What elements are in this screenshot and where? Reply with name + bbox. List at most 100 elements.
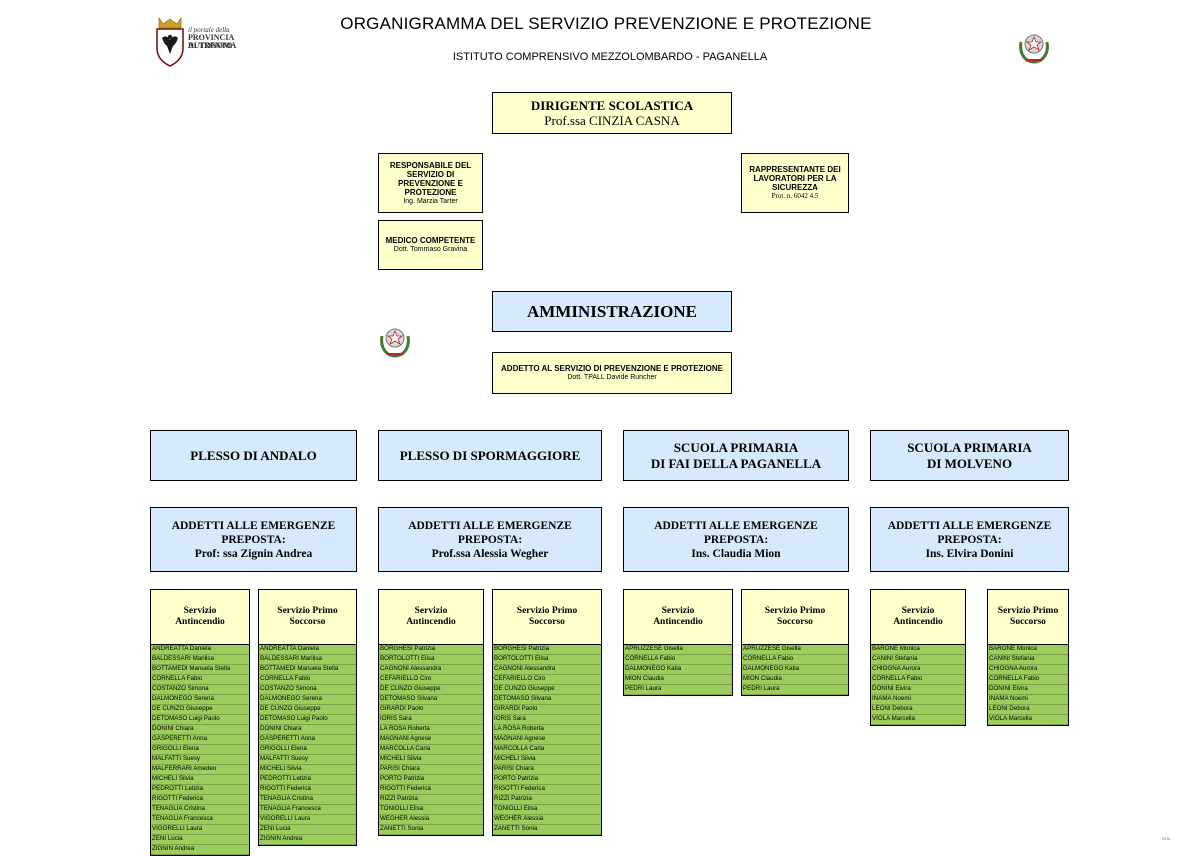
staff-name: CORNELLA Fabio	[871, 675, 965, 685]
staff-name: BOTTAMEDI Manuela Stella	[259, 665, 356, 675]
staff-name: DETOMASO Silvana	[493, 695, 601, 705]
plesso-name-line1: SCUOLA PRIMARIA	[907, 439, 1032, 455]
staff-name: BARONE Monica	[871, 645, 965, 655]
staff-name: LEONI Debora	[871, 705, 965, 715]
staff-name: CORNELLA Fabio	[742, 655, 848, 665]
plesso-andalo-box: PLESSO DI ANDALO	[150, 430, 357, 481]
staff-name: WEGHER Alessia	[379, 815, 483, 825]
staff-name: BALDESSARI Marilisa	[259, 655, 356, 665]
emergenze-title: ADDETTI ALLE EMERGENZE	[171, 519, 336, 532]
aspp-box: ADDETTO AL SERVIZIO DI PREVENZIONE E PRO…	[492, 352, 732, 394]
plesso-fai-box: SCUOLA PRIMARIA DI FAI DELLA PAGANELLA	[623, 430, 849, 481]
italian-emblem-icon	[1019, 34, 1049, 64]
medico-role: MEDICO COMPETENTE	[385, 236, 476, 245]
staff-name: TENAGLIA Francesca	[151, 815, 249, 825]
staff-name: MARCOLLA Carla	[379, 745, 483, 755]
staff-name: IORIS Sara	[379, 715, 483, 725]
staff-name: PEDROTTI Letizia	[151, 785, 249, 795]
spormaggiore-primo-soccorso-column: Servizio Primo Soccorso BORGHESI Patrizi…	[492, 589, 602, 836]
staff-name: MALFATTI Suesy	[151, 755, 249, 765]
staff-name: CANINI Stefania	[988, 655, 1068, 665]
staff-name: PEDRI Laura	[624, 685, 732, 695]
trento-eagle-icon	[156, 16, 184, 67]
staff-name: DALMONEGO Katia	[742, 665, 848, 675]
staff-name: CORNELLA Fabio	[624, 655, 732, 665]
aspp-role: ADDETTO AL SERVIZIO DI PREVENZIONE E PRO…	[501, 364, 723, 373]
staff-name: GIRARDI Paolo	[379, 705, 483, 715]
rls-box: RAPPRESENTANTE DEI LAVORATORI PER LA SIC…	[741, 153, 849, 213]
staff-name: PARISI Chiara	[379, 765, 483, 775]
preposta-name: Prof.ssa Alessia Wegher	[431, 547, 549, 560]
staff-name: ZANETTI Sonia	[493, 825, 601, 835]
staff-name: LA ROSA Roberta	[493, 725, 601, 735]
dirigente-box: DIRIGENTE SCOLASTICA Prof.ssa CINZIA CAS…	[492, 92, 732, 134]
preposta-label: PREPOSTA:	[457, 533, 523, 546]
logo-line-3: DI TRENTO	[188, 41, 233, 50]
preposta-label: PREPOSTA:	[221, 533, 286, 546]
staff-name: ANDREATTA Daniela	[259, 645, 356, 655]
staff-name: GASPERETTI Anna	[151, 735, 249, 745]
staff-name: DETOMASO Silvana	[379, 695, 483, 705]
service-title: Servizio Primo Soccorso	[277, 606, 338, 627]
staff-name: TENAGLIA Cristina	[259, 795, 356, 805]
corner-note: GITs	[1162, 836, 1171, 841]
staff-name: DALMONEGO Katia	[624, 665, 732, 675]
staff-name: CORNELLA Fabio	[151, 675, 249, 685]
rspp-role: RESPONSABILE DEL SERVIZIO DI PREVENZIONE…	[389, 160, 472, 197]
staff-name: DONINI Chiara	[151, 725, 249, 735]
preposta-label: PREPOSTA:	[703, 533, 769, 546]
staff-name: MICHELI Silvia	[151, 775, 249, 785]
dirigente-role: DIRIGENTE SCOLASTICA	[530, 98, 694, 113]
staff-name: MALFATTI Suesy	[259, 755, 356, 765]
staff-name: RIZZI Patrizia	[379, 795, 483, 805]
staff-name: LEONI Debora	[988, 705, 1068, 715]
service-title: Servizio Primo Soccorso	[516, 606, 578, 627]
staff-name: COSTANZO Simona	[151, 685, 249, 695]
service-title: Servizio Primo Soccorso	[764, 606, 826, 627]
staff-name: CEFARIELLO Ciro	[493, 675, 601, 685]
preposta-name: Ins. Elvira Donini	[925, 547, 1014, 560]
staff-name: CAGNONI Alessandra	[493, 665, 601, 675]
emergenze-title: ADDETTI ALLE EMERGENZE	[408, 519, 572, 532]
aspp-name: Dott. TPALL Davide Runcher	[567, 374, 657, 381]
staff-name: MION Claudia	[624, 675, 732, 685]
andalo-primo-soccorso-column: Servizio Primo Soccorso ANDREATTA Daniel…	[258, 589, 357, 846]
medico-box: MEDICO COMPETENTE Dott. Tommaso Gravina	[378, 220, 483, 270]
staff-name: CANINI Stefania	[871, 655, 965, 665]
medico-name: Dott. Tommaso Gravina	[393, 246, 468, 253]
rspp-box: RESPONSABILE DEL SERVIZIO DI PREVENZIONE…	[378, 153, 483, 213]
staff-name: DE CUNZO Giuseppe	[259, 705, 356, 715]
plesso-name-line2: DI FAI DELLA PAGANELLA	[650, 455, 822, 471]
staff-name: CEFARIELLO Ciro	[379, 675, 483, 685]
staff-name: PARISI Chiara	[493, 765, 601, 775]
staff-name: BALDESSARI Marilisa	[151, 655, 249, 665]
staff-name: VIGORELLI Laura	[259, 815, 356, 825]
staff-name: ANDREATTA Daniela	[151, 645, 249, 655]
plesso-molveno-box: SCUOLA PRIMARIA DI MOLVENO	[870, 430, 1069, 481]
staff-name: PEDRI Laura	[742, 685, 848, 695]
page-title: ORGANIGRAMMA DEL SERVIZIO PREVENZIONE E …	[340, 14, 872, 33]
italy-emblem-middle	[378, 322, 412, 358]
staff-name: APRUZZESE Gisella	[742, 645, 848, 655]
service-title: Servizio Primo Soccorso	[997, 606, 1059, 627]
service-title: Servizio Antincendio	[175, 606, 225, 627]
staff-name: MICHELI Silvia	[259, 765, 356, 775]
staff-name: DONINI Elvira	[871, 685, 965, 695]
staff-name: GASPERETTI Anna	[259, 735, 356, 745]
staff-name: ZENI Lucia	[259, 825, 356, 835]
staff-name: VIGORELLI Laura	[151, 825, 249, 835]
plesso-name-line1: SCUOLA PRIMARIA	[673, 439, 799, 455]
staff-name: CORNELLA Fabio	[988, 675, 1068, 685]
staff-name: CHIOGNA Aurora	[871, 665, 965, 675]
preposta-name: Ins. Claudia Mion	[691, 547, 781, 560]
staff-name: MICHELI Silvia	[379, 755, 483, 765]
staff-name: BORTOLOTTI Elisa	[493, 655, 601, 665]
